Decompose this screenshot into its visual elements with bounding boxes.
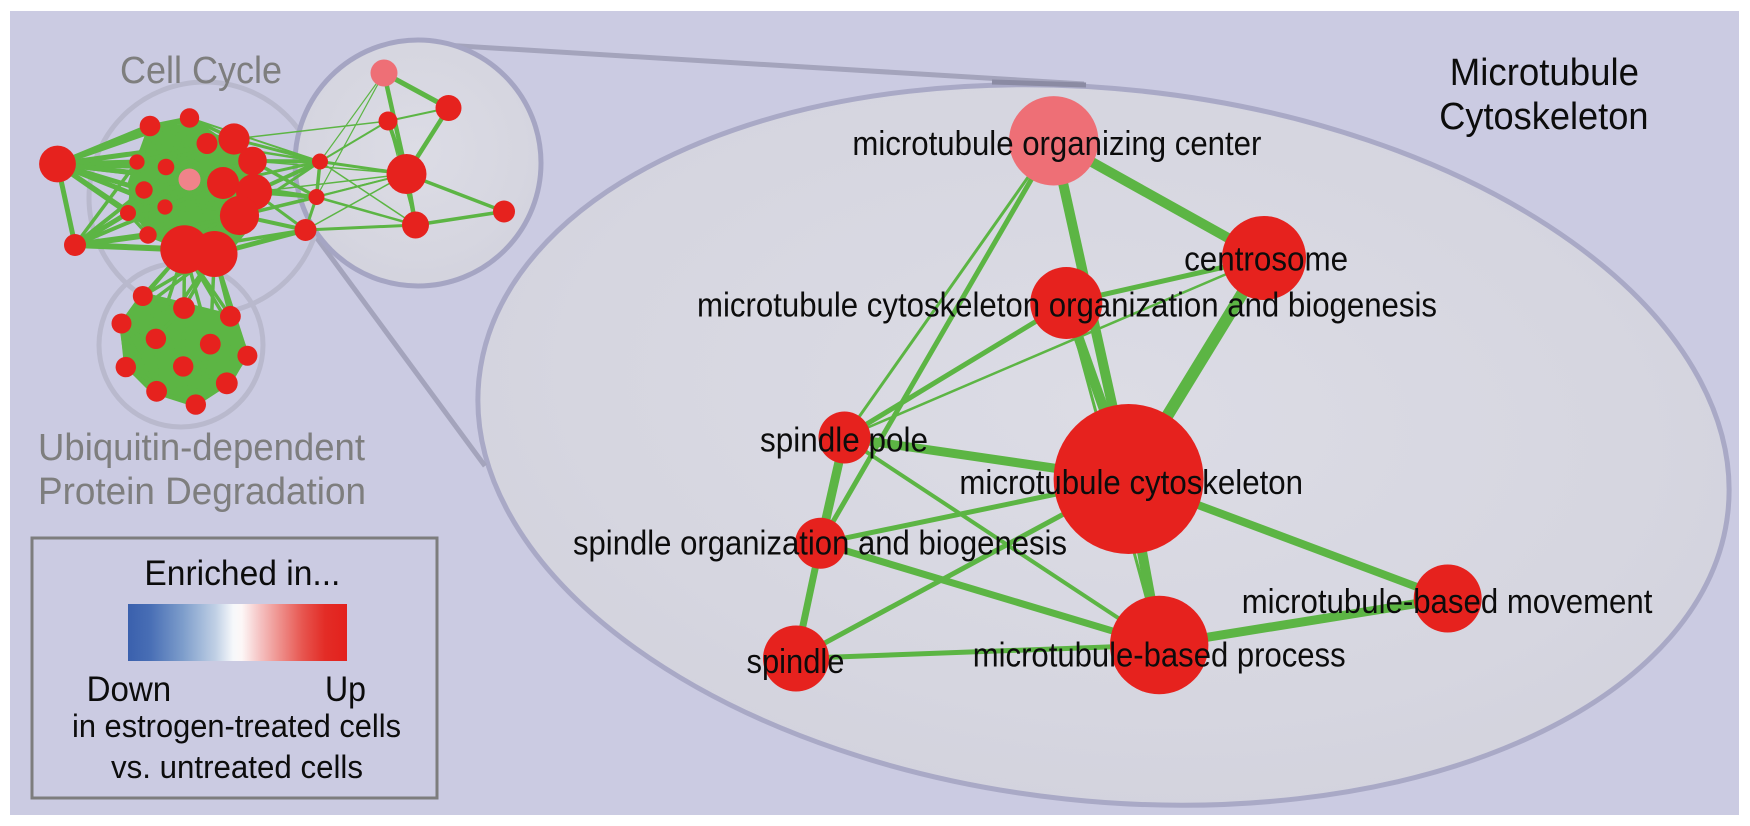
svg-text:vs. untreated cells: vs. untreated cells bbox=[111, 749, 363, 785]
svg-text:Protein Degradation: Protein Degradation bbox=[38, 471, 366, 513]
svg-text:Ubiquitin-dependent: Ubiquitin-dependent bbox=[38, 427, 365, 469]
svg-text:microtubule-based movement: microtubule-based movement bbox=[1242, 583, 1653, 621]
svg-text:Cell Cycle: Cell Cycle bbox=[120, 50, 282, 92]
svg-text:in estrogen-treated cells: in estrogen-treated cells bbox=[72, 708, 401, 744]
svg-text:Down: Down bbox=[87, 670, 172, 709]
svg-text:Enriched in...: Enriched in... bbox=[144, 554, 340, 593]
svg-text:centrosome: centrosome bbox=[1184, 241, 1348, 279]
svg-text:Microtubule: Microtubule bbox=[1450, 52, 1639, 94]
svg-text:microtubule cytoskeleton: microtubule cytoskeleton bbox=[959, 464, 1303, 502]
svg-text:microtubule cytoskeleton organ: microtubule cytoskeleton organization an… bbox=[697, 287, 1437, 325]
svg-text:Up: Up bbox=[325, 670, 366, 709]
svg-text:spindle: spindle bbox=[747, 643, 845, 681]
svg-text:microtubule-based process: microtubule-based process bbox=[973, 637, 1346, 675]
svg-text:Cytoskeleton: Cytoskeleton bbox=[1439, 96, 1648, 138]
svg-text:spindle pole: spindle pole bbox=[760, 422, 928, 460]
svg-text:microtubule organizing center: microtubule organizing center bbox=[852, 125, 1261, 163]
svg-text:spindle organization and bioge: spindle organization and biogenesis bbox=[573, 525, 1067, 563]
